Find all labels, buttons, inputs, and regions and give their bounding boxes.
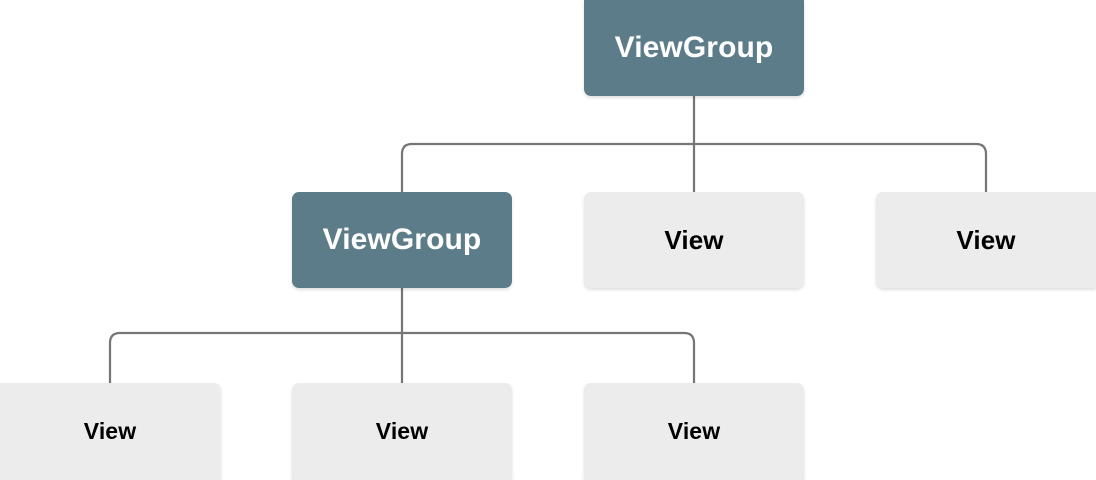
edge-bus-level-1-right <box>694 142 988 192</box>
edge-bus-level-1-left <box>400 142 694 192</box>
node-level1-view-right[interactable]: View <box>876 192 1096 288</box>
node-root-viewgroup[interactable]: ViewGroup <box>584 0 804 96</box>
node-label: View <box>83 418 137 444</box>
node-label: ViewGroup <box>322 223 482 256</box>
node-level2-view-left[interactable]: View <box>0 383 221 480</box>
edge-bus-level-2-left <box>108 331 402 383</box>
node-level2-view-right[interactable]: View <box>584 383 804 480</box>
node-label: View <box>667 418 721 444</box>
node-label: ViewGroup <box>614 31 774 64</box>
node-level1-view-center[interactable]: View <box>584 192 804 288</box>
edge-bus-level-2-right <box>402 331 696 383</box>
node-label: View <box>664 225 724 255</box>
node-level2-view-middle[interactable]: View <box>292 383 512 480</box>
node-label: View <box>375 418 429 444</box>
node-level1-viewgroup[interactable]: ViewGroup <box>292 192 512 288</box>
node-label: View <box>956 225 1016 255</box>
